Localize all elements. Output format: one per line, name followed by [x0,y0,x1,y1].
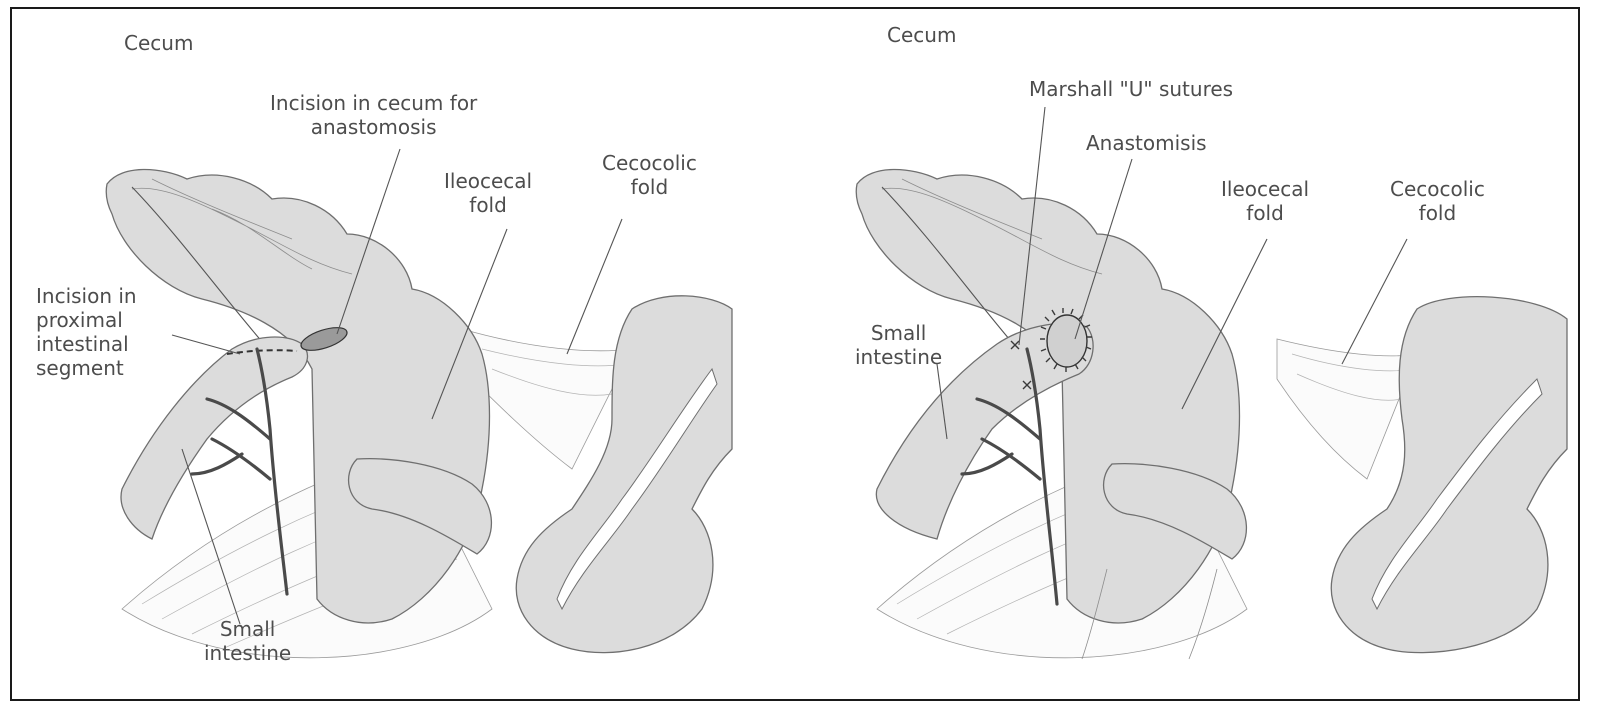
label-cecum: Cecum [124,31,193,55]
right-panel-after-anastomosis: Cecum Marshall "U" sutures Anastomisis I… [797,9,1582,703]
label-marshall-u-sutures: Marshall "U" sutures [1029,77,1233,101]
label-anastomosis: Anastomisis [1086,131,1207,155]
label-incision-proximal: Incision in proximal intestinal segment [36,284,137,380]
label-cecum: Cecum [887,23,956,47]
label-cecocolic-fold: Cecocolic fold [1390,177,1485,225]
leader-proximal-incision [172,335,240,354]
label-ileocecal-fold: Ileocecal fold [1221,177,1309,225]
leader-right-cecocolic [1342,239,1407,364]
left-panel-before-anastomosis: Cecum Incision in cecum for anastomosis … [12,9,797,703]
label-small-intestine: Small intestine [855,321,942,369]
label-incision-cecum: Incision in cecum for anastomosis [270,91,477,139]
figure-frame: Cecum Incision in cecum for anastomosis … [10,7,1580,701]
right-anastomosis-site [1047,315,1087,367]
label-small-intestine: Small intestine [204,617,291,665]
leader-cecocolic [567,219,622,354]
label-ileocecal-fold: Ileocecal fold [444,169,532,217]
label-cecocolic-fold: Cecocolic fold [602,151,697,199]
right-cecocolic-fold [1277,339,1417,479]
